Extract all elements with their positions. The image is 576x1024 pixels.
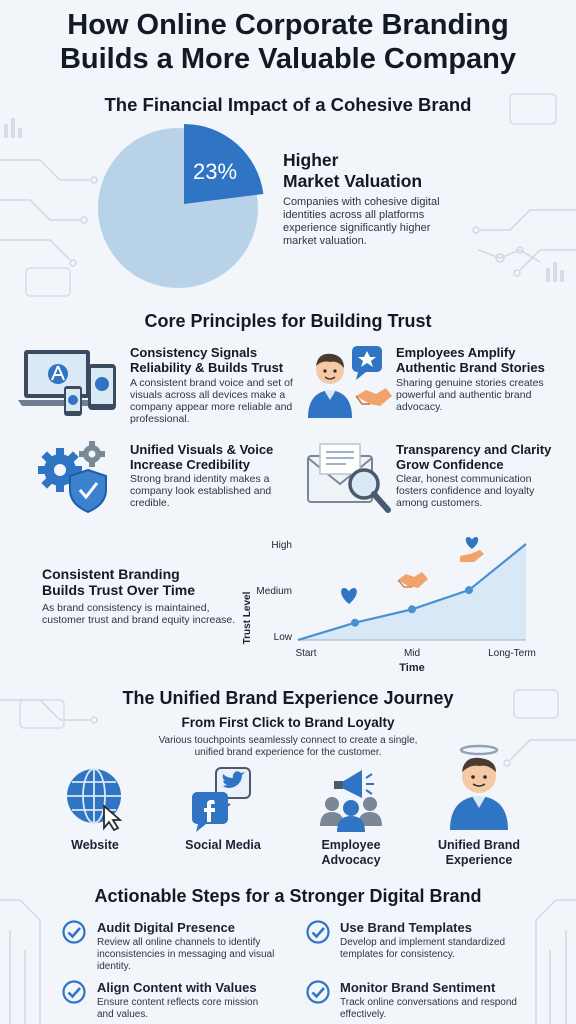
journey-step-website: Website	[40, 838, 150, 853]
principles-section-title: Core Principles for Building Trust	[144, 311, 432, 331]
journey-description: Various touchpoints seamlessly connect t…	[158, 735, 418, 758]
x-tick-mid: Mid	[404, 648, 420, 659]
social-media-icon	[192, 767, 251, 832]
trust-data-point	[408, 605, 416, 614]
principle-4-title: Transparency and Clarity Grow Confidence	[396, 442, 551, 472]
globe-cursor-icon	[67, 768, 123, 832]
envelope-magnifier-icon	[307, 443, 391, 513]
journey-step-social-media-label: Social Media	[185, 838, 261, 852]
valuation-description: Companies with cohesive digital identiti…	[283, 196, 440, 247]
haloed-person-icon	[450, 744, 508, 830]
principle-2-title-line-1: Employees Amplify	[396, 345, 516, 360]
principle-4-description: Clear, honest communication fosters conf…	[396, 473, 535, 509]
journey-step-social-media: Social Media	[168, 838, 278, 853]
checkmark-icon	[306, 980, 330, 1004]
principle-1-description: A consistent brand voice and set of visu…	[130, 377, 293, 425]
step-4-description: Track online conversations and respond e…	[340, 997, 517, 1020]
principle-3-title-line-1: Unified Visuals & Voice	[130, 442, 274, 457]
y-tick-low: Low	[274, 632, 293, 643]
journey-step-unified-brand-experience: Unified Brand Experience	[424, 838, 534, 868]
valuation-heading: Higher Market Valuation	[283, 150, 422, 192]
journey-step-unified-label-1: Unified Brand	[438, 838, 520, 852]
principle-3-description: Strong brand identity makes a company lo…	[130, 473, 272, 509]
valuation-heading-line-1: Higher	[283, 150, 339, 170]
financial-section-title: The Financial Impact of a Cohesive Brand	[104, 94, 472, 115]
journey-step-employee-advocacy-label-2: Advocacy	[321, 853, 381, 867]
principle-3-title-line-2: Increase Credibility	[130, 457, 250, 472]
principle-4-title-line-2: Grow Confidence	[396, 457, 504, 472]
principle-2-description: Sharing genuine stories creates powerful…	[396, 377, 544, 413]
checkmark-icon	[306, 920, 330, 944]
checkmark-icon	[62, 920, 86, 944]
handshake-icon	[397, 572, 428, 588]
trust-area	[298, 544, 526, 640]
trust-heading: Consistent Branding Builds Trust Over Ti…	[42, 566, 195, 598]
journey-step-website-label: Website	[71, 838, 119, 852]
trust-description: As brand consistency is maintained, cust…	[42, 602, 236, 626]
step-2-description: Develop and implement standardized templ…	[340, 937, 506, 960]
principle-4-title-line-1: Transparency and Clarity	[396, 442, 552, 457]
gears-shield-icon	[38, 441, 107, 514]
steps-section-title: Actionable Steps for a Stronger Digital …	[94, 886, 482, 906]
y-tick-medium: Medium	[256, 586, 292, 597]
step-3-description: Ensure content reflects core mission and…	[97, 997, 259, 1020]
trust-heading-line-2: Builds Trust Over Time	[42, 582, 196, 598]
journey-step-employee-advocacy-label-1: Employee	[321, 838, 381, 852]
principle-2-title-line-2: Authentic Brand Stories	[396, 360, 545, 375]
x-tick-long-term: Long-Term	[488, 648, 536, 659]
megaphone-team-icon	[320, 770, 382, 832]
journey-step-unified-label-2: Experience	[445, 853, 513, 867]
valuation-heading-line-2: Market Valuation	[283, 171, 423, 191]
step-4-title: Monitor Brand Sentiment	[340, 980, 496, 995]
devices-icon	[18, 350, 116, 416]
step-1-title: Audit Digital Presence	[97, 920, 235, 935]
journey-section-title: The Unified Brand Experience Journey	[122, 688, 454, 708]
trust-data-point	[465, 586, 473, 595]
x-tick-start: Start	[295, 648, 316, 659]
principle-1-title-line-1: Consistency Signals	[130, 345, 258, 360]
step-1-description: Review all online channels to identify i…	[97, 937, 275, 972]
journey-step-employee-advocacy: Employee Advocacy	[296, 838, 406, 868]
principle-2-title: Employees Amplify Authentic Brand Storie…	[396, 345, 545, 375]
principle-3-title: Unified Visuals & Voice Increase Credibi…	[130, 442, 273, 472]
trust-line-chart: Trust Level High Medium Low Start Mid Lo…	[242, 537, 536, 674]
y-tick-high: High	[271, 540, 292, 551]
heart-icon	[341, 588, 357, 604]
valuation-pie-chart: 23%	[98, 124, 264, 288]
journey-subtitle: From First Click to Brand Loyalty	[181, 715, 395, 730]
checkmark-icon	[62, 980, 86, 1004]
step-3-title: Align Content with Values	[97, 980, 257, 995]
principle-1-title: Consistency Signals Reliability & Builds…	[130, 345, 283, 375]
page-title-line-1: How Online Corporate Branding	[67, 9, 509, 41]
x-axis-label: Time	[399, 662, 424, 674]
trust-data-point	[351, 618, 359, 627]
page-title: How Online Corporate Branding Builds a M…	[0, 8, 576, 76]
y-axis-label: Trust Level	[242, 591, 253, 644]
page-title-line-2: Builds a More Valuable Company	[59, 43, 517, 75]
pie-highlight-slice	[184, 124, 264, 204]
principle-1-title-line-2: Reliability & Builds Trust	[130, 360, 284, 375]
heart-hand-icon	[460, 537, 484, 562]
employee-handshake-icon	[308, 346, 392, 418]
pie-percent-label: 23%	[193, 159, 237, 184]
step-2-title: Use Brand Templates	[340, 920, 472, 935]
trust-heading-line-1: Consistent Branding	[42, 566, 180, 582]
